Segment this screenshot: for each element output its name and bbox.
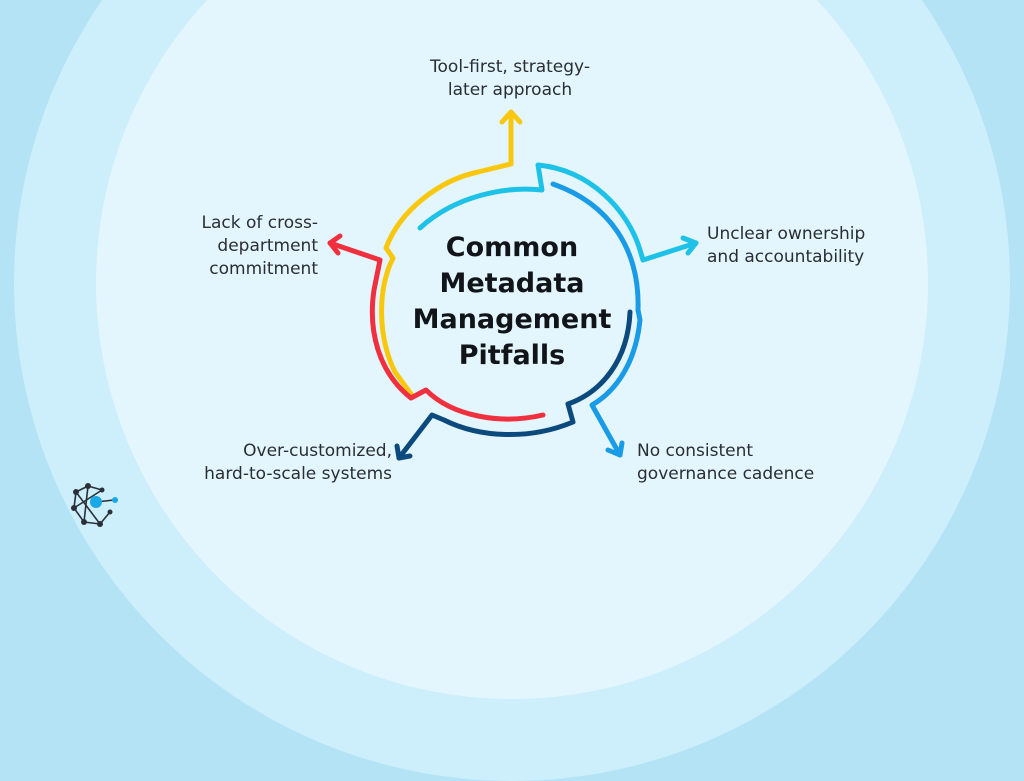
pitfall-unclear-ownership: Unclear ownership and accountability [707,224,866,267]
navy-cycle-arrow [396,309,633,461]
red-cycle-arrow [327,240,546,422]
pitfall-tool-first: Tool-first, strategy- later approach [430,57,590,100]
cyan-arrowhead-icon [680,235,699,256]
navy-arrowhead-icon [394,443,413,461]
pitfall-over-customized: Over-customized, hard-to-scale systems [204,441,392,484]
red-arrowhead-icon [327,233,343,256]
cyan-cycle-arrow [417,162,699,263]
network-node-logo-icon [71,483,118,527]
diagram-title: Common Metadata Management Pitfalls [412,232,612,371]
blue-cycle-arrow [550,181,643,458]
yellow-cycle-arrow [379,109,514,397]
pitfall-cross-department: Lack of cross- department commitment [201,213,319,279]
yellow-arrowhead-icon [499,109,523,125]
cycle-diagram [327,109,699,461]
pitfall-governance-cadence: No consistent governance cadence [637,441,815,484]
blue-arrowhead-icon [605,440,625,458]
